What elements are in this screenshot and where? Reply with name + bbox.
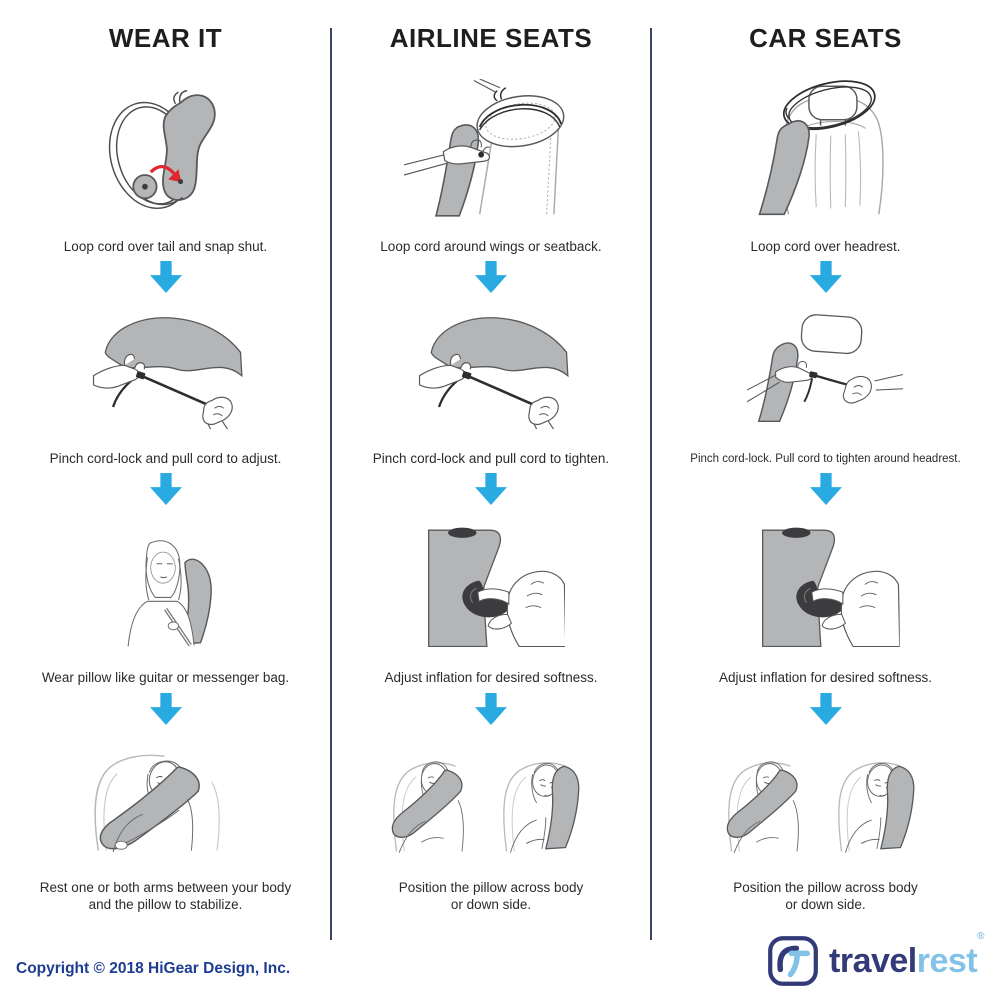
- column-divider: [650, 28, 652, 940]
- caption-airline-step-3: Adjust inflation for desired softness.: [384, 669, 598, 685]
- caption-wear-step-2: Pinch cord-lock and pull cord to adjust.: [49, 450, 282, 466]
- column-header-wear-it: WEAR IT: [108, 22, 223, 53]
- illustration-wear-step-4: [40, 742, 291, 858]
- down-arrow-icon: [651, 258, 1000, 294]
- travelrest-logo: travelrest®: [766, 932, 984, 988]
- down-arrow-icon: [331, 258, 651, 294]
- caption-car-step-4: Position the pillow across body or down …: [733, 880, 918, 912]
- illustration-car-step-3: [691, 522, 960, 650]
- registered-trademark-symbol: ®: [977, 931, 984, 942]
- illustration-airline-step-4: [371, 742, 611, 858]
- caption-airline-step-2: Pinch cord-lock and pull cord to tighten…: [372, 450, 610, 466]
- copyright-text: Copyright © 2018 HiGear Design, Inc.: [16, 960, 291, 977]
- illustration-car-step-1: [691, 76, 960, 220]
- caption-car-step-3: Adjust inflation for desired softness.: [718, 669, 933, 685]
- caption-car-step-1: Loop cord over headrest.: [750, 238, 901, 254]
- down-arrow-icon: [0, 690, 331, 726]
- down-arrow-icon: [651, 690, 1000, 726]
- down-arrow-icon: [331, 690, 651, 726]
- down-arrow-icon: [651, 470, 1000, 506]
- travelrest-wordmark: travelrest®: [829, 932, 984, 980]
- caption-wear-step-4: Rest one or both arms between your body …: [39, 880, 292, 912]
- illustration-airline-step-3: [371, 522, 611, 650]
- down-arrow-icon: [331, 470, 651, 506]
- travelrest-logo-icon: [768, 936, 818, 986]
- illustration-wear-step-3: [40, 522, 291, 650]
- logo-word-rest: rest: [916, 942, 978, 980]
- caption-car-step-2: Pinch cord-lock. Pull cord to tighten ar…: [690, 452, 961, 465]
- instruction-grid: WEAR IT AIRLINE SEATS CAR SEATS Loop cor…: [0, 16, 1000, 920]
- column-header-airline-seats: AIRLINE SEATS: [389, 22, 593, 53]
- illustration-airline-step-1: [371, 76, 611, 220]
- illustration-wear-step-2: [40, 310, 291, 432]
- caption-airline-step-4: Position the pillow across body or down …: [398, 880, 584, 912]
- down-arrow-icon: [0, 258, 331, 294]
- down-arrow-icon: [0, 470, 331, 506]
- caption-wear-step-1: Loop cord over tail and snap shut.: [63, 238, 268, 254]
- logo-word-travel: travel: [829, 942, 917, 980]
- illustration-car-step-2: [691, 310, 960, 432]
- illustration-airline-step-2: [371, 310, 611, 432]
- column-divider: [330, 28, 332, 940]
- illustration-wear-step-1: [40, 76, 291, 220]
- caption-wear-step-3: Wear pillow like guitar or messenger bag…: [41, 669, 290, 685]
- column-header-car-seats: CAR SEATS: [749, 22, 902, 53]
- caption-airline-step-1: Loop cord around wings or seatback.: [380, 238, 602, 254]
- illustration-car-step-4: [691, 742, 960, 858]
